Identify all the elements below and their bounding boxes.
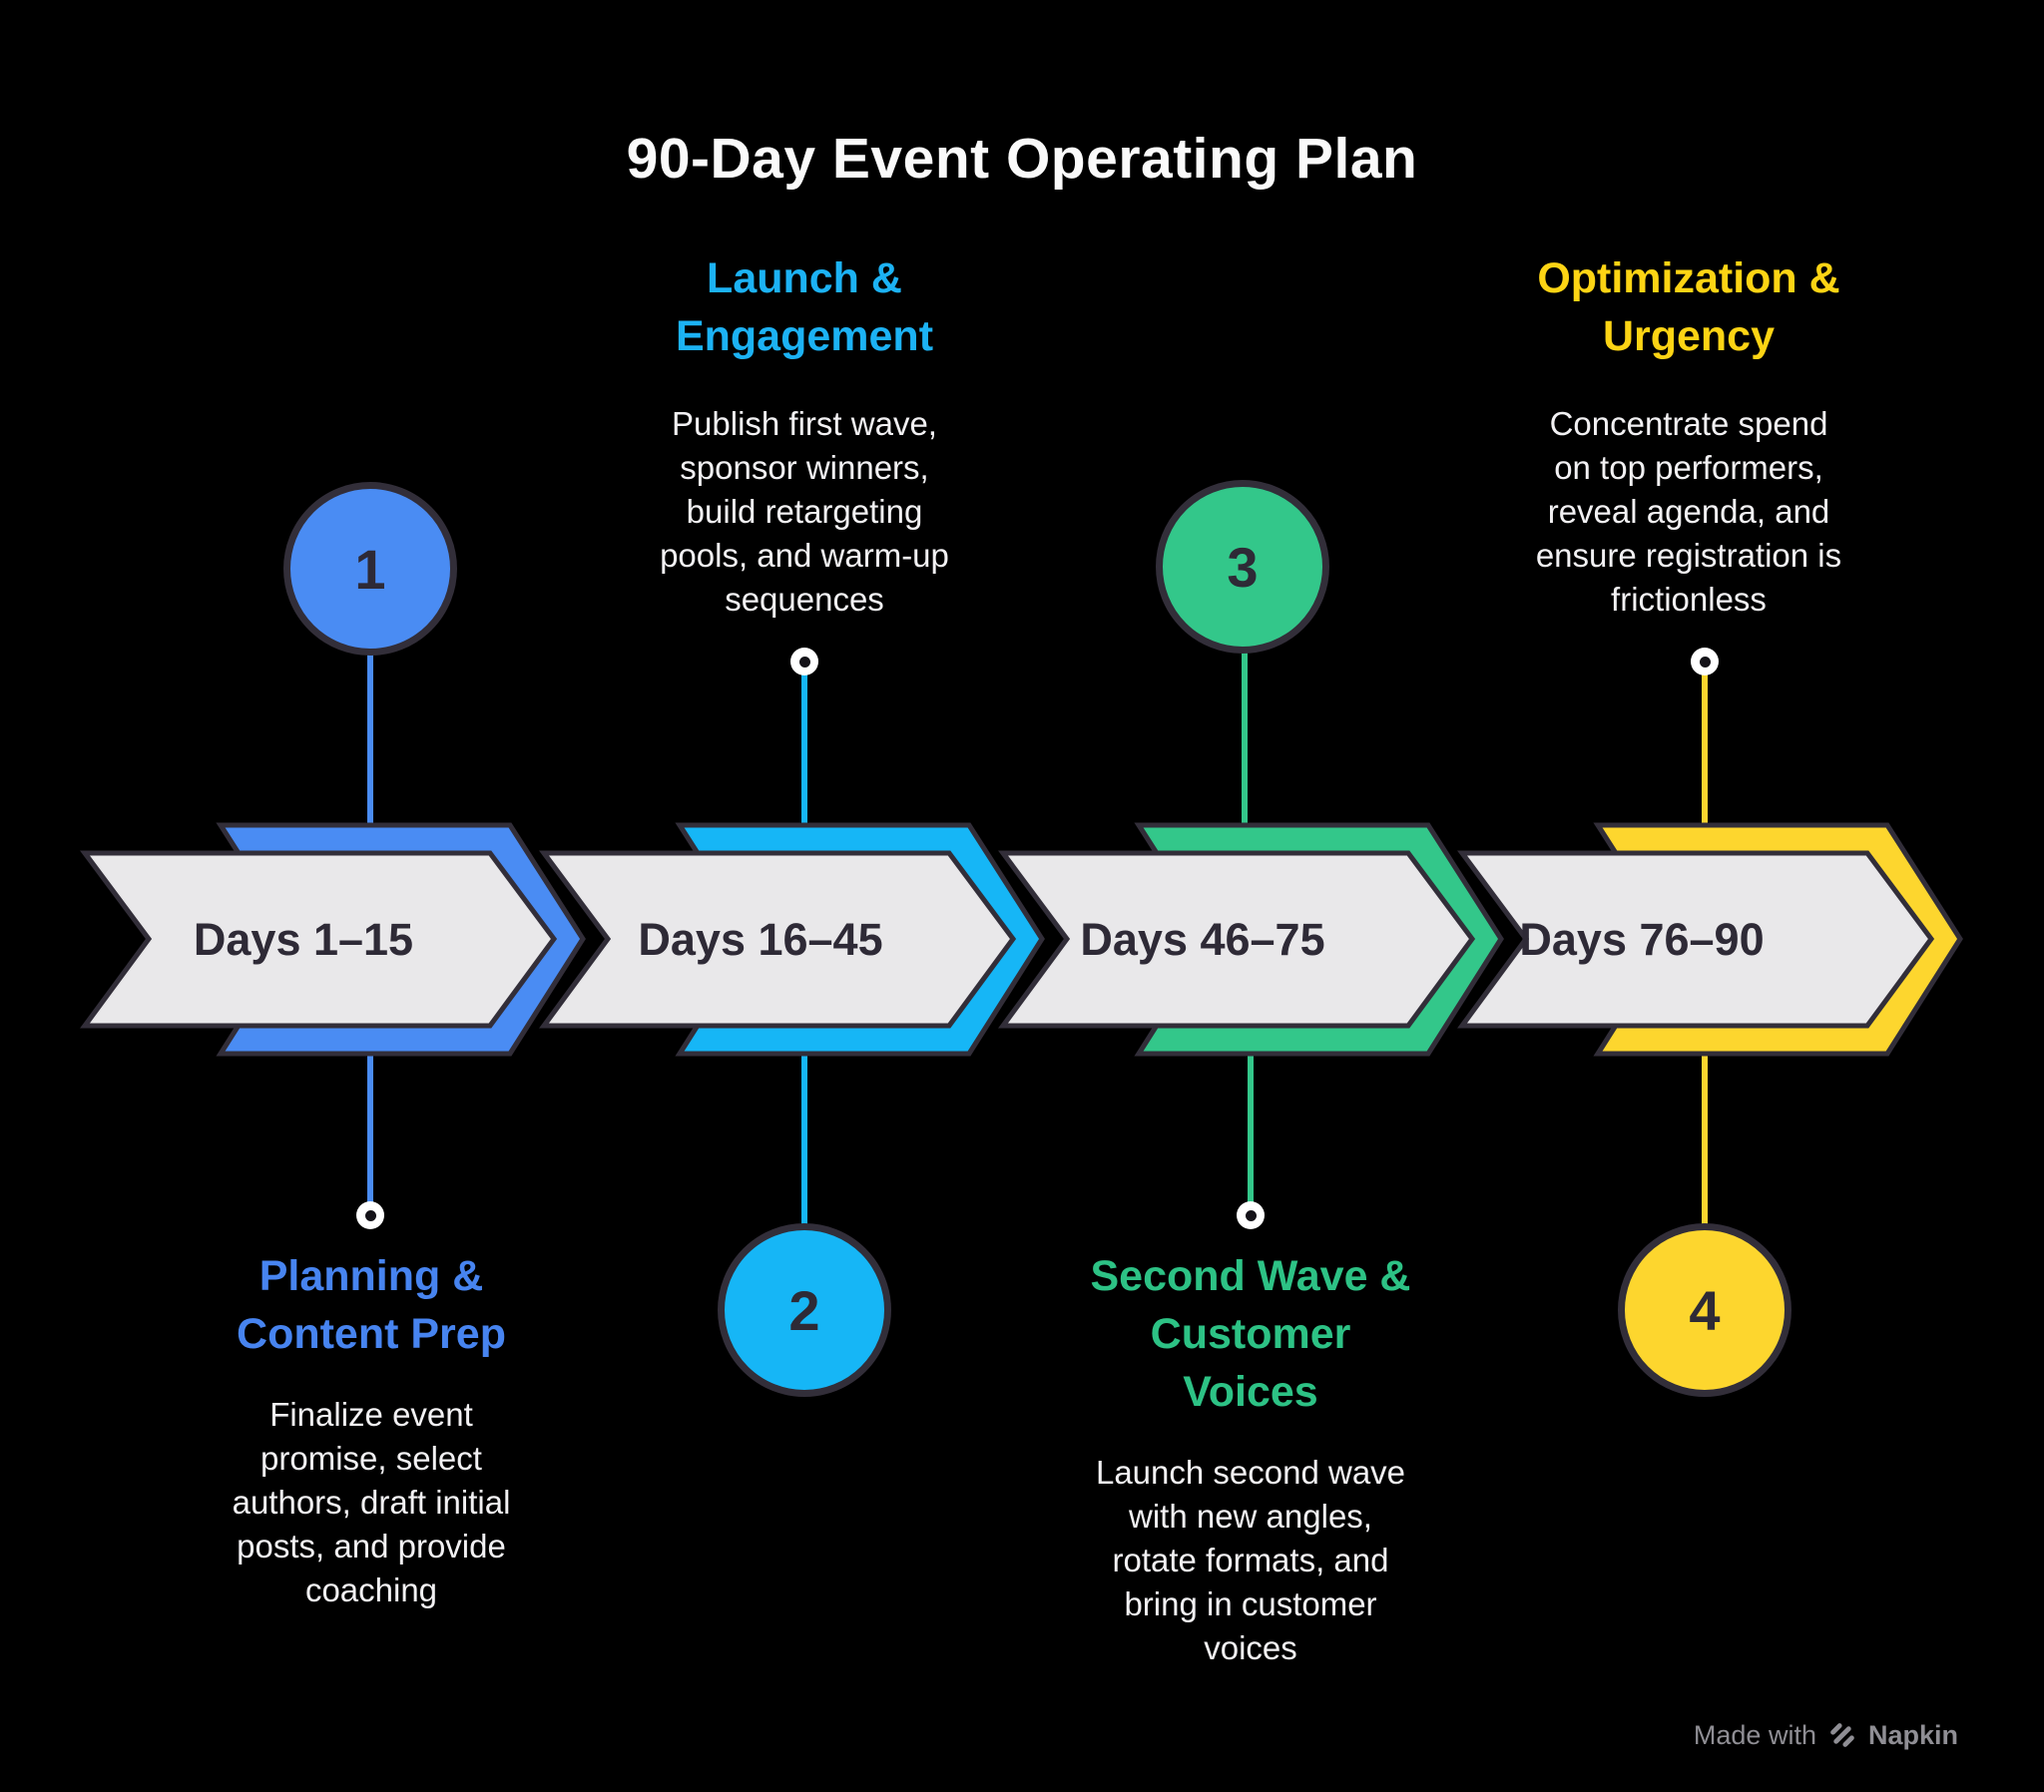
phase-3-arrow	[998, 850, 1476, 1029]
phase-4-endpoint-dot	[1691, 648, 1719, 675]
phase-4-description: Concentrate spend on top performers, rev…	[1535, 405, 1842, 618]
phase-1-endpoint-dot	[356, 1201, 384, 1229]
phase-3-days-label: Days 46–75	[1080, 914, 1325, 965]
phase-1-heading: Planning & Content Prep	[237, 1252, 506, 1358]
phase-1-description: Finalize event promise, select authors, …	[232, 1396, 511, 1608]
phase-2-heading: Launch & Engagement	[675, 254, 934, 360]
napkin-credit[interactable]: Made with Napkin	[1694, 1718, 1958, 1752]
credit-made-with-label: Made with	[1693, 1719, 1816, 1750]
phase-3-description: Launch second wave with new angles, rota…	[1095, 1454, 1406, 1666]
phase-4-arrow	[1457, 850, 1935, 1029]
phase-2-endpoint-dot	[790, 648, 818, 675]
phase-1-endpoint-hole	[364, 1209, 376, 1221]
phase-2-endpoint-hole	[798, 656, 810, 668]
phase-1-arrow	[80, 850, 558, 1029]
credit-brand-label: Napkin	[1867, 1719, 1958, 1750]
phase-2-days-label: Days 16–45	[638, 914, 883, 965]
phase-1-number-badge: 1	[283, 482, 457, 656]
phase-2-description: Publish first wave, sponsor winners, bui…	[660, 405, 949, 618]
phase-2-number: 2	[788, 1278, 820, 1342]
phase-2-arrow	[539, 850, 1017, 1029]
phase-3-number: 3	[1227, 535, 1259, 599]
napkin-logo-icon	[1825, 1718, 1859, 1752]
phase-4-endpoint-hole	[1699, 656, 1711, 668]
phase-1-days-label: Days 1–15	[193, 914, 414, 965]
phase-3-endpoint-dot	[1237, 1201, 1265, 1229]
phase-4-number: 4	[1689, 1278, 1721, 1342]
page-title: 90-Day Event Operating Plan	[626, 127, 1418, 191]
phase-1-number: 1	[354, 537, 386, 601]
phase-3-number-badge: 3	[1156, 480, 1329, 654]
phase-3-endpoint-hole	[1245, 1209, 1257, 1221]
phase-4-days-label: Days 76–90	[1519, 914, 1765, 965]
phase-4-heading: Optimization & Urgency	[1537, 254, 1840, 360]
phase-2-number-badge: 2	[718, 1223, 891, 1397]
phase-4-number-badge: 4	[1618, 1223, 1791, 1397]
phase-3-heading: Second Wave & Customer Voices	[1090, 1252, 1411, 1416]
